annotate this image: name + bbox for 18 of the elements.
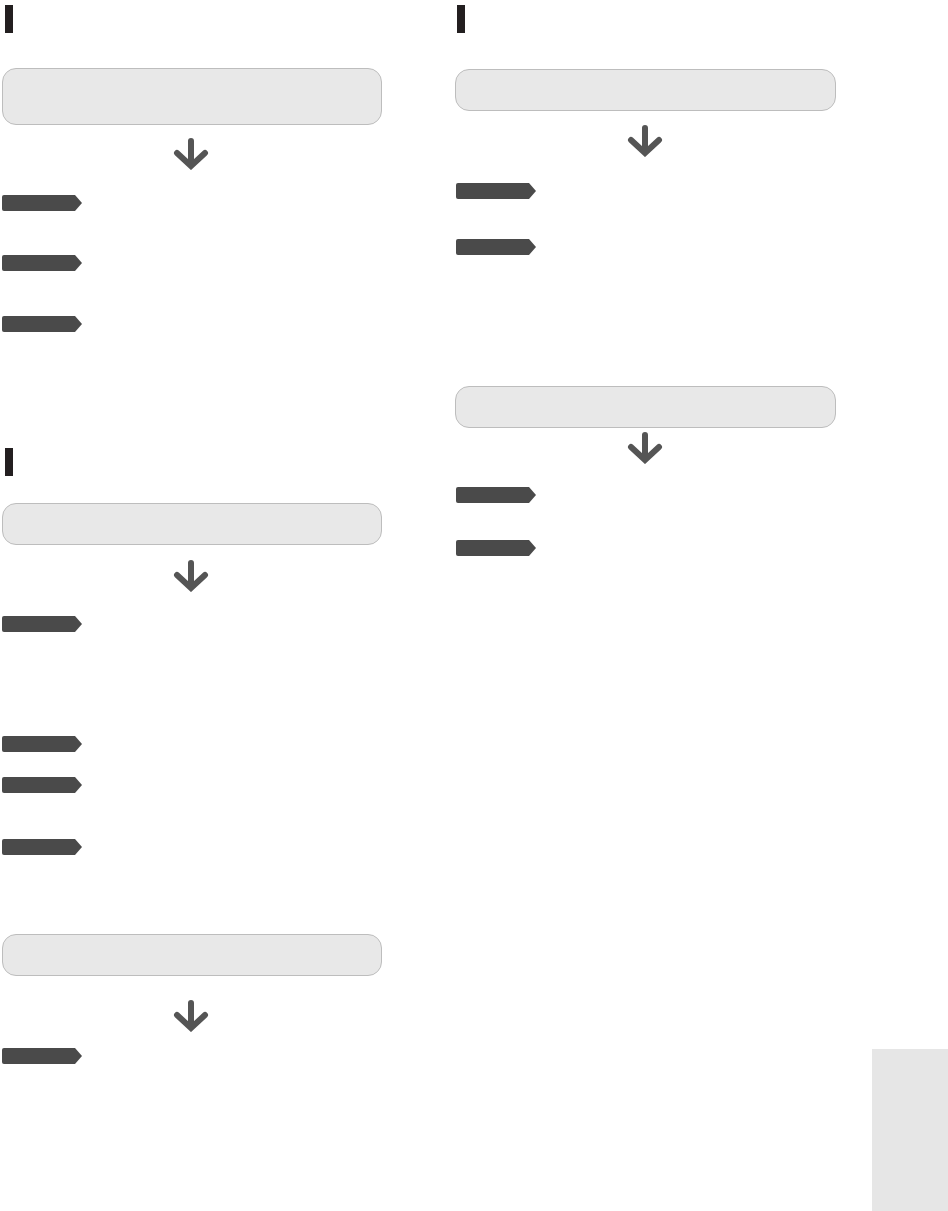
tag-marker xyxy=(456,183,536,199)
tag-marker xyxy=(2,616,82,632)
tag-marker xyxy=(456,487,536,503)
rounded-step-box xyxy=(2,503,382,545)
tag-marker xyxy=(2,777,82,793)
tag-marker xyxy=(456,239,536,255)
rounded-step-box xyxy=(455,69,836,111)
tag-marker xyxy=(2,255,82,271)
rounded-step-box xyxy=(455,386,836,428)
rounded-step-box xyxy=(2,934,382,976)
tag-marker xyxy=(456,540,536,556)
tag-marker xyxy=(2,195,82,211)
side-tab xyxy=(872,1049,948,1211)
tag-marker xyxy=(2,316,82,332)
rounded-step-box xyxy=(2,68,382,125)
tag-marker xyxy=(2,736,82,752)
tag-marker xyxy=(2,1048,82,1064)
tag-marker xyxy=(2,839,82,855)
